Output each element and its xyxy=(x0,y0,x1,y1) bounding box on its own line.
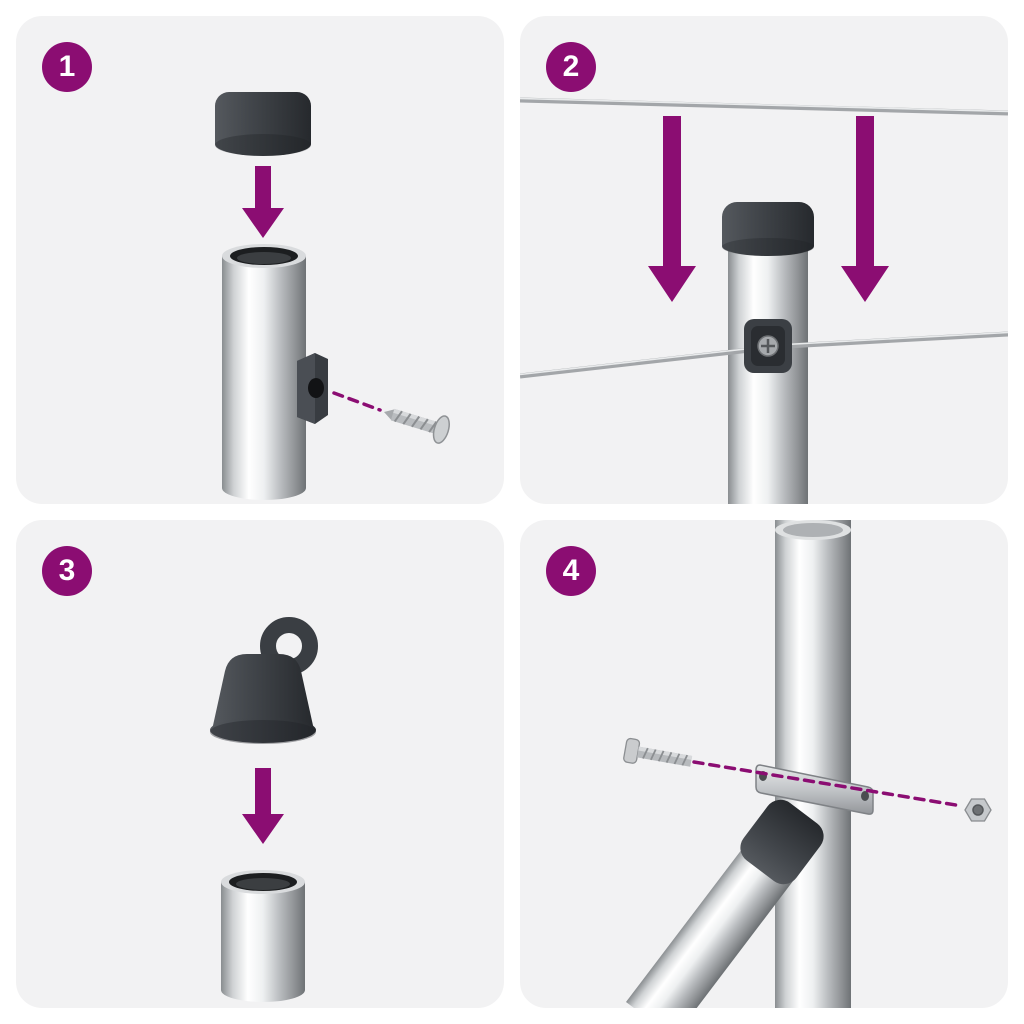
steel-post-icon xyxy=(221,870,305,1002)
step-panel-1: 1 xyxy=(16,16,504,504)
step-panel-2: 2 xyxy=(520,16,1008,504)
illustration-step-1-cap-onto-post xyxy=(215,92,450,500)
step-number-badge: 2 xyxy=(546,42,596,92)
step-number-badge: 3 xyxy=(42,546,92,596)
eyelet-cap-icon xyxy=(210,617,318,744)
step-panel-3: 3 xyxy=(16,520,504,1008)
bolt-icon xyxy=(623,737,693,767)
step-number-badge: 1 xyxy=(42,42,92,92)
nut-icon xyxy=(964,798,992,822)
mounting-bracket-icon xyxy=(297,353,328,424)
illustration-step-4-brace-clamp xyxy=(623,520,992,1008)
brace-end-fitting-icon xyxy=(740,799,824,885)
step-number-badge: 4 xyxy=(546,546,596,596)
step-panel-4: 4 xyxy=(520,520,1008,1008)
post-cap-icon xyxy=(215,92,311,156)
tension-wire-top-icon xyxy=(520,97,1008,116)
down-arrow-icon xyxy=(242,166,284,238)
down-arrow-icon xyxy=(648,116,696,302)
steel-post-icon xyxy=(222,244,306,500)
capped-post-icon xyxy=(722,202,814,504)
screw-icon xyxy=(384,408,450,444)
illustration-step-2-wire-into-clip xyxy=(520,97,1008,504)
steel-post-icon xyxy=(775,520,851,1008)
dashed-guide-line xyxy=(692,760,964,808)
down-arrow-icon xyxy=(242,768,284,844)
illustration-step-3-eyelet-cap-onto-post xyxy=(210,617,318,1002)
dashed-guide-line xyxy=(332,391,382,412)
wire-clip-icon xyxy=(744,319,792,373)
tension-wire-icon xyxy=(520,331,1008,379)
down-arrow-icon xyxy=(841,116,889,302)
